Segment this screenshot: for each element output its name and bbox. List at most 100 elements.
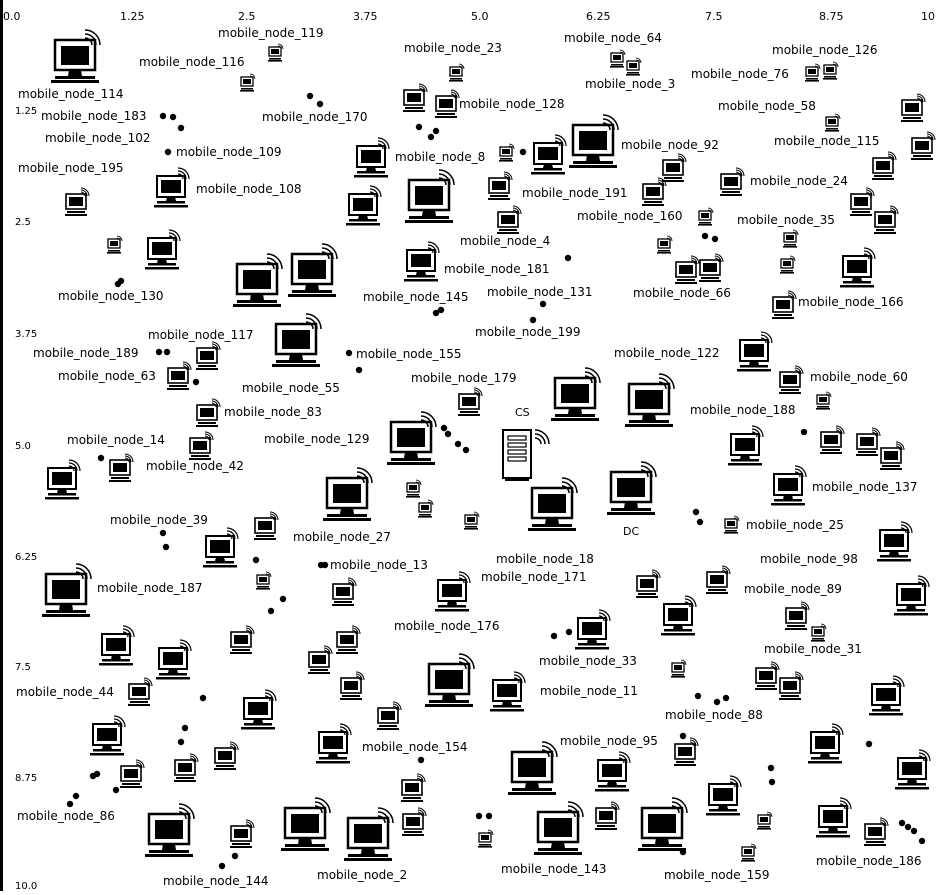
- computer-icon: [754, 661, 780, 691]
- computer-icon: [457, 387, 483, 417]
- node-dot: [565, 628, 573, 636]
- node-label: mobile_node_24: [750, 174, 848, 188]
- node-dot: [539, 300, 547, 308]
- node-dot: [231, 852, 239, 860]
- computer-icon: [401, 807, 427, 837]
- y-tick-label: 8.75: [15, 773, 37, 784]
- computer-icon: [477, 829, 494, 849]
- node-label: mobile_node_18: [496, 552, 594, 566]
- node-dot: [432, 309, 440, 317]
- computer-icon: [574, 609, 611, 651]
- computer-icon: [315, 723, 352, 765]
- node-dot: [462, 446, 470, 454]
- node-label: mobile_node_60: [810, 370, 908, 384]
- node-label: mobile_node_108: [196, 182, 302, 196]
- computer-icon: [448, 63, 465, 83]
- node-label: mobile_node_128: [459, 97, 565, 111]
- node-label: mobile_node_92: [621, 138, 719, 152]
- computer-icon: [873, 205, 899, 235]
- computer-icon: [434, 571, 471, 613]
- cs-label: CS: [515, 406, 530, 419]
- computer-icon: [736, 331, 773, 373]
- computer-icon: [910, 131, 936, 161]
- node-label: mobile_node_181: [444, 262, 550, 276]
- node-dot: [181, 724, 189, 732]
- node-dot: [529, 316, 537, 324]
- node-dot: [72, 792, 80, 800]
- topology-svg: 0.0 1.25 2.5 3.75 5.0 6.25 7.5 8.75 10 1…: [3, 10, 936, 892]
- node-label: mobile_node_143: [501, 862, 607, 876]
- computer-icon: [723, 515, 740, 535]
- node-label: mobile_node_98: [760, 552, 858, 566]
- computer-icon: [824, 113, 841, 133]
- node-label: mobile_node_129: [264, 432, 370, 446]
- node-label: mobile_node_4: [460, 234, 550, 248]
- node-label: mobile_node_31: [764, 642, 862, 656]
- node-dot: [415, 123, 423, 131]
- computer-icon: [153, 167, 190, 209]
- node-label: mobile_node_114: [18, 87, 124, 101]
- node-label: mobile_node_115: [774, 134, 880, 148]
- node-dot: [701, 232, 709, 240]
- node-dot: [768, 778, 776, 786]
- computer-icon: [417, 499, 434, 519]
- node-dot: [444, 430, 452, 438]
- computer-icon: [863, 817, 889, 847]
- computer-icon: [376, 701, 402, 731]
- computer-icon: [64, 187, 90, 217]
- node-label: mobile_node_83: [224, 405, 322, 419]
- y-tick-label: 5.0: [15, 441, 31, 452]
- computer-icon: [49, 28, 102, 85]
- node-dot: [454, 440, 462, 448]
- computer-icon: [697, 207, 714, 227]
- node-label: mobile_node_25: [746, 518, 844, 532]
- computer-icon: [403, 241, 440, 283]
- central-server: CS: [502, 406, 550, 482]
- node-dot: [692, 508, 700, 516]
- computer-icon: [819, 425, 845, 455]
- node-dot: [321, 561, 329, 569]
- node-label: mobile_node_159: [664, 868, 770, 882]
- node-label: mobile_node_195: [18, 161, 124, 175]
- computer-icon: [532, 800, 585, 857]
- computer-icon: [188, 431, 214, 461]
- node-label: mobile_node_76: [691, 67, 789, 81]
- node-dot: [722, 694, 730, 702]
- node-label: mobile_node_166: [798, 295, 904, 309]
- node-dot: [898, 819, 906, 827]
- node-label: mobile_node_154: [362, 740, 468, 754]
- computer-icon: [656, 235, 673, 255]
- node-dot: [440, 424, 448, 432]
- computer-icon: [594, 801, 620, 831]
- node-label: mobile_node_44: [16, 685, 114, 699]
- x-axis-ticks: 0.0 1.25 2.5 3.75 5.0 6.25 7.5 8.75 10: [3, 10, 935, 23]
- node-dot: [199, 694, 207, 702]
- x-tick-label: 6.25: [586, 10, 611, 23]
- node-dot: [519, 148, 527, 156]
- node-dot: [164, 148, 172, 156]
- computer-icon: [229, 819, 255, 849]
- node-label: mobile_node_155: [356, 347, 462, 361]
- node-dot: [550, 632, 558, 640]
- computer-icon: [106, 235, 123, 255]
- x-tick-label: 5.0: [471, 10, 489, 23]
- node-label: mobile_node_3: [585, 77, 675, 91]
- y-tick-label: 7.5: [15, 662, 31, 673]
- computer-icon: [625, 57, 642, 77]
- node-label: mobile_node_186: [816, 854, 922, 868]
- computer-icon: [267, 43, 284, 63]
- node-label: mobile_node_89: [744, 582, 842, 596]
- node-label: mobile_node_199: [475, 325, 581, 339]
- node-dot: [767, 764, 775, 772]
- node-dot: [432, 127, 440, 135]
- node-dot: [679, 848, 687, 856]
- node-dot: [112, 786, 120, 794]
- computer-icon: [815, 391, 832, 411]
- computer-icon: [166, 361, 192, 391]
- computer-icon: [321, 466, 374, 523]
- computer-icon: [307, 645, 333, 675]
- node-label: mobile_node_2: [317, 868, 407, 882]
- computer-icon: [496, 205, 522, 235]
- computer-icon: [127, 677, 153, 707]
- y-tick-label: 6.25: [15, 552, 37, 563]
